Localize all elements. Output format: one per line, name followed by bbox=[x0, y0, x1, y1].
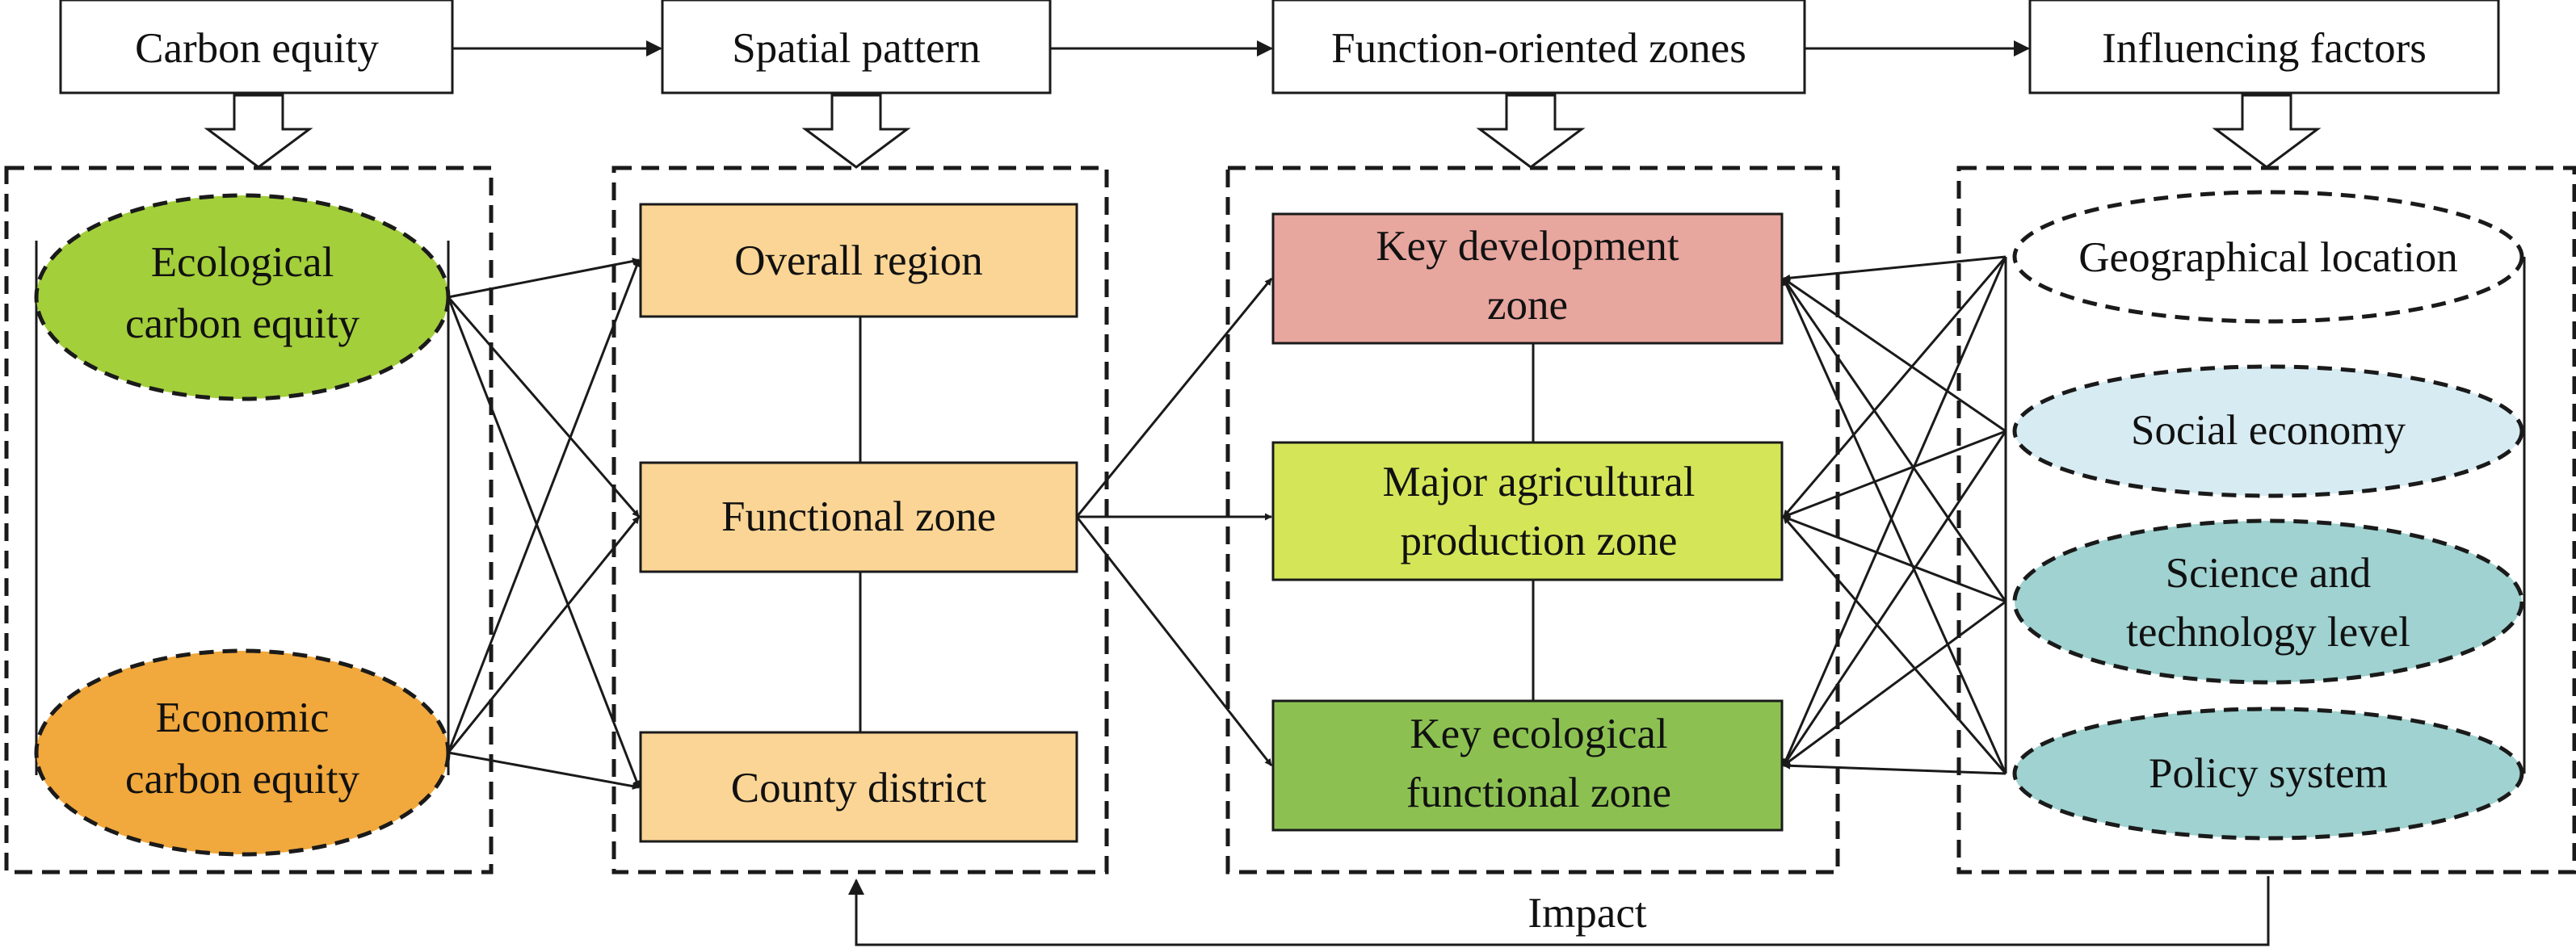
major-agricultural-line2: production zone bbox=[1401, 518, 1678, 564]
arrow-geo-to-major-agricultural bbox=[1782, 256, 2007, 518]
arrow-ecological-to-overall bbox=[448, 258, 640, 299]
arrow-policy-to-key-ecological bbox=[1783, 761, 2007, 775]
social-economy-label: Social economy bbox=[2131, 407, 2406, 454]
key-development-line1: Key development bbox=[1376, 223, 1679, 270]
key-development-zone-box: Key development zone bbox=[1271, 212, 1784, 345]
science-technology-line1: Science and bbox=[2166, 550, 2372, 597]
key-ecological-line2: functional zone bbox=[1406, 770, 1671, 816]
county-district-box: County district bbox=[639, 731, 1078, 843]
economic-carbon-equity-node: Economic carbon equity bbox=[34, 648, 451, 857]
group-influencing-factors bbox=[1956, 166, 2576, 875]
header-spatial-pattern-label: Spatial pattern bbox=[732, 25, 981, 72]
arrow-functional-to-key-development bbox=[1075, 278, 1273, 518]
arrow-sci-to-key-ecological bbox=[1783, 600, 2007, 767]
ecological-line1: Ecological bbox=[151, 239, 334, 286]
ecological-carbon-equity-node: Ecological carbon equity bbox=[34, 193, 451, 401]
arrow-functional-to-key-ecological bbox=[1075, 516, 1273, 766]
arrow-social-to-key-ecological bbox=[1782, 430, 2007, 766]
arrow-geo-to-key-development bbox=[1783, 255, 2007, 282]
major-agricultural-zone-box: Major agricultural production zone bbox=[1271, 441, 1784, 581]
arrow-economic-to-overall bbox=[447, 259, 641, 753]
group-carbon-equity bbox=[4, 166, 494, 875]
arrow-policy-to-key-development bbox=[1782, 278, 2007, 774]
arrow-economic-to-functional bbox=[447, 516, 641, 753]
policy-system-node: Policy system bbox=[2012, 707, 2524, 841]
arrow-social-to-key-development bbox=[1783, 277, 2007, 433]
policy-system-label: Policy system bbox=[2149, 750, 2388, 797]
header-influencing-factors: Influencing factors bbox=[2028, 0, 2500, 94]
arrow-social-to-major-agricultural bbox=[1783, 430, 2007, 518]
arrow-economic-to-county bbox=[448, 751, 640, 790]
geographical-location-node: Geographical location bbox=[2012, 190, 2524, 324]
header-carbon-equity: Carbon equity bbox=[59, 0, 454, 94]
down-arrow-function-zones bbox=[1476, 94, 1586, 169]
overall-region-label: Overall region bbox=[734, 237, 983, 284]
header-function-zones: Function-oriented zones bbox=[1271, 0, 1806, 94]
science-technology-line2: technology level bbox=[2126, 609, 2410, 656]
arrow-ecological-to-functional bbox=[447, 296, 641, 518]
header-carbon-equity-label: Carbon equity bbox=[135, 25, 379, 72]
key-ecological-zone-box: Key ecological functional zone bbox=[1271, 699, 1784, 832]
science-technology-node: Science and technology level bbox=[2012, 518, 2524, 685]
social-economy-node: Social economy bbox=[2012, 364, 2524, 498]
header-influencing-factors-label: Influencing factors bbox=[2102, 25, 2427, 72]
impact-label: Impact bbox=[1528, 890, 1646, 937]
key-ecological-line1: Key ecological bbox=[1410, 711, 1667, 757]
header-function-zones-label: Function-oriented zones bbox=[1331, 25, 1746, 72]
major-agricultural-line1: Major agricultural bbox=[1382, 459, 1695, 505]
arrow-sci-to-key-development bbox=[1782, 278, 2007, 602]
functional-zone-box: Functional zone bbox=[639, 461, 1078, 573]
connector-arrows bbox=[447, 255, 2007, 790]
down-arrow-carbon-equity bbox=[204, 94, 313, 169]
arrow-sci-to-major-agricultural bbox=[1783, 515, 2007, 603]
arrow-policy-to-major-agricultural bbox=[1782, 516, 2007, 774]
impact-feedback-arrow bbox=[848, 876, 2270, 946]
county-district-label: County district bbox=[731, 765, 987, 812]
down-arrow-influencing-factors bbox=[2212, 94, 2322, 169]
economic-line2: carbon equity bbox=[125, 756, 359, 803]
key-development-line2: zone bbox=[1487, 282, 1568, 329]
arrow-geo-to-key-ecological bbox=[1782, 256, 2007, 766]
functional-zone-label: Functional zone bbox=[721, 493, 996, 540]
overall-region-box: Overall region bbox=[639, 203, 1078, 318]
ecological-line2: carbon equity bbox=[125, 300, 359, 347]
economic-line1: Economic bbox=[156, 694, 330, 741]
header-spatial-pattern: Spatial pattern bbox=[661, 0, 1052, 94]
group-spatial-pattern bbox=[611, 166, 1109, 875]
geographical-location-label: Geographical location bbox=[2078, 234, 2457, 281]
group-function-zones bbox=[1225, 166, 1840, 875]
arrow-ecological-to-county bbox=[447, 296, 641, 788]
down-arrow-spatial-pattern bbox=[801, 94, 911, 169]
